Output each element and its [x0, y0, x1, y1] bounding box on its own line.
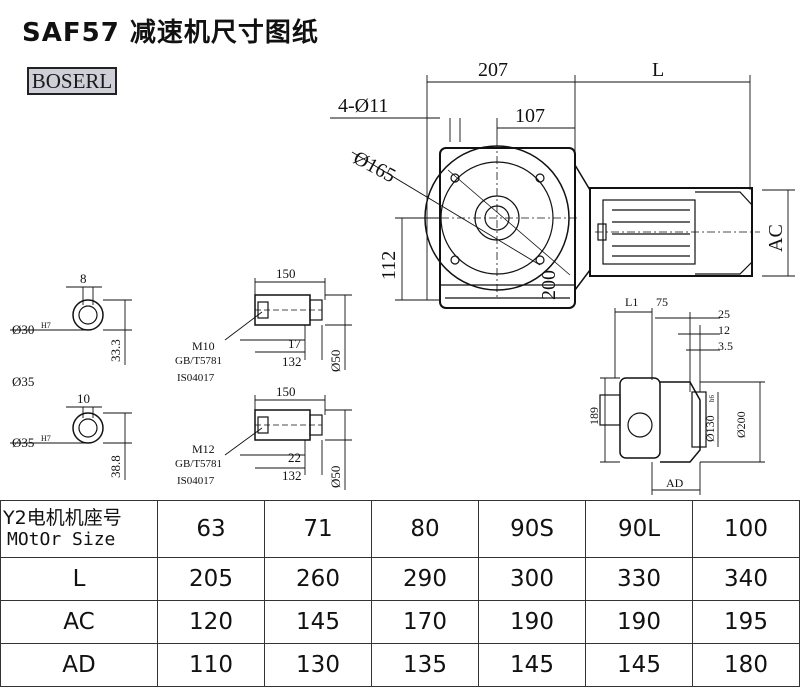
spec-table: Y2电机机座号 MOtOr Size 63 71 80 90S 90L 100 …: [0, 500, 800, 687]
row-label: AC: [0, 600, 158, 644]
table-cell: 340: [692, 557, 800, 601]
table-cell: 300: [478, 557, 586, 601]
table-row: AD 110 130 135 145 145 180: [0, 643, 800, 687]
table-cell: 170: [371, 600, 479, 644]
alt-bore-35: Ø35: [12, 374, 34, 389]
table-row: AC 120 145 170 190 190 195: [0, 600, 800, 644]
row-label: AD: [0, 643, 158, 687]
shaft-section-30: [10, 286, 132, 365]
plug-b-132: 132: [282, 468, 302, 483]
plug-b-thread: M12: [192, 442, 215, 456]
header-label-cn: Y2电机机座号: [3, 507, 122, 529]
side-75: 75: [656, 295, 668, 309]
bore-30: Ø30: [12, 322, 34, 337]
side-AD: AD: [666, 476, 684, 490]
dim-200: 200: [538, 270, 560, 300]
table-cell: 145: [585, 643, 693, 687]
table-cell: 120: [157, 600, 265, 644]
plug-b-50: Ø50: [328, 466, 343, 488]
dim-pcd: Ø165: [350, 147, 400, 187]
column-header: 63: [157, 500, 265, 558]
plug-shaft-m10: [224, 278, 352, 370]
dim-112: 112: [378, 251, 400, 280]
column-header: 90L: [585, 500, 693, 558]
brand-logo: BOSERL: [27, 67, 117, 95]
table-cell: 195: [692, 600, 800, 644]
column-header: 90S: [478, 500, 586, 558]
gearbox-front-view: [424, 140, 591, 309]
table-cell: 110: [157, 643, 265, 687]
table-cell: 190: [585, 600, 693, 644]
table-cell: 135: [371, 643, 479, 687]
column-header: 80: [371, 500, 479, 558]
shaft-section-35: [10, 406, 132, 480]
row-label: L: [0, 557, 158, 601]
table-cell: 290: [371, 557, 479, 601]
plug-a-17: 17: [288, 336, 302, 351]
table-cell: 330: [585, 557, 693, 601]
plug-a-thread: M10: [192, 339, 215, 353]
side-130-tol: h6: [708, 395, 716, 403]
plug-b-std2: IS04017: [177, 475, 215, 487]
plug-shaft-m12: [224, 395, 352, 490]
tol-30: H7: [41, 321, 51, 330]
page-title: SAF57 减速机尺寸图纸: [22, 18, 319, 48]
side-25: 25: [718, 307, 730, 321]
key-10: 10: [77, 391, 90, 406]
plug-b-22: 22: [288, 450, 301, 465]
dim-AC: AC: [765, 224, 787, 252]
plug-a-132: 132: [282, 354, 302, 369]
table-header-label: Y2电机机座号 MOtOr Size: [0, 500, 158, 558]
plug-b-length: 150: [276, 384, 296, 399]
side-189: 189: [587, 407, 601, 425]
column-header: 71: [264, 500, 372, 558]
motor-body: [589, 187, 760, 277]
gearbox-side-view: [599, 308, 765, 495]
bore-35: Ø35: [12, 435, 34, 450]
depth-33-3: 33.3: [108, 339, 123, 362]
table-cell: 190: [478, 600, 586, 644]
dim-207: 207: [478, 59, 508, 81]
depth-38-8: 38.8: [108, 455, 123, 478]
plug-a-std1: GB/T5781: [175, 355, 222, 367]
table-cell: 205: [157, 557, 265, 601]
column-header: 100: [692, 500, 800, 558]
key-8: 8: [80, 271, 87, 286]
side-200: Ø200: [734, 411, 748, 438]
technical-drawing: 207 L 4-Ø11 107 Ø165 112 200 AC 8 Ø30 H7…: [10, 59, 795, 495]
table-cell: 145: [478, 643, 586, 687]
side-L1: L1: [625, 295, 638, 309]
table-cell: 260: [264, 557, 372, 601]
plug-a-length: 150: [276, 266, 296, 281]
table-cell: 130: [264, 643, 372, 687]
dim-L: L: [652, 59, 664, 81]
tol-35: H7: [41, 434, 51, 443]
table-row: L 205 260 290 300 330 340: [0, 557, 800, 601]
plug-a-std2: IS04017: [177, 372, 215, 384]
side-3-5: 3.5: [718, 339, 733, 353]
plug-a-50: Ø50: [328, 350, 343, 372]
side-12: 12: [718, 323, 730, 337]
dim-holes: 4-Ø11: [338, 95, 388, 117]
dim-107: 107: [515, 105, 545, 127]
table-header-row: Y2电机机座号 MOtOr Size 63 71 80 90S 90L 100: [0, 500, 800, 558]
table-cell: 180: [692, 643, 800, 687]
plug-b-std1: GB/T5781: [175, 458, 222, 470]
table-cell: 145: [264, 600, 372, 644]
header-label-en: MOtOr Size: [7, 529, 116, 550]
main-dimension-lines: [330, 75, 795, 301]
side-130: Ø130: [703, 415, 717, 442]
